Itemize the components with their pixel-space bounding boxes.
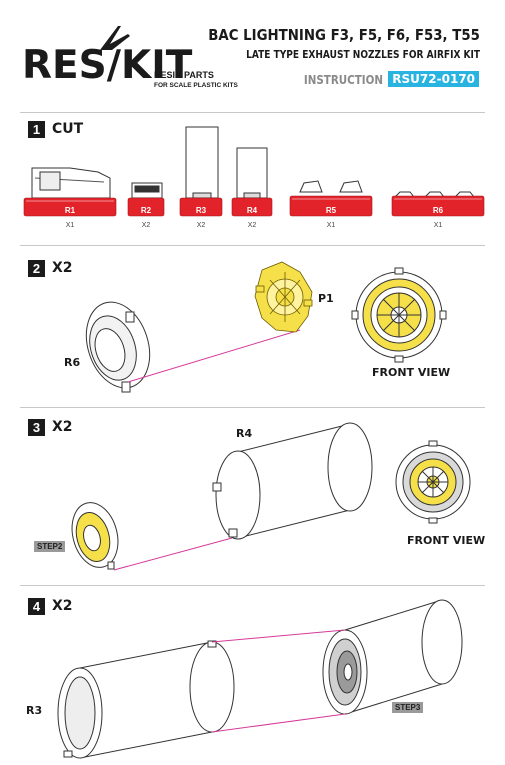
qty-r1: X1 — [65, 222, 75, 229]
divider — [20, 407, 485, 408]
qty-r5: X1 — [326, 222, 336, 229]
page-title: BAC LIGHTNING F3, F5, F6, F53, T55 — [208, 26, 480, 44]
brand-tagline-1: RESIN PARTS — [154, 70, 214, 80]
front-view-label-step3: FRONT VIEW — [407, 534, 486, 547]
part-label-r3-step4: R3 — [26, 704, 43, 717]
step-3-number: 3 — [28, 419, 45, 436]
step-1-number: 1 — [28, 121, 45, 138]
qty-r6: X1 — [433, 222, 443, 229]
step-2-number: 2 — [28, 260, 45, 277]
part-label-r1: R1 — [64, 206, 76, 215]
part-label-r4-step3: R4 — [236, 427, 253, 440]
step-4-number: 4 — [28, 598, 45, 615]
part-label-p1: P1 — [318, 292, 334, 305]
step3-reference-tag: STEP3 — [392, 702, 424, 713]
step2-reference-tag: STEP2 — [34, 541, 66, 552]
qty-r3: X2 — [196, 222, 206, 229]
divider — [20, 585, 485, 586]
step-1-label: CUT — [52, 121, 84, 137]
part-label-r6: R6 — [432, 206, 444, 215]
divider — [20, 245, 485, 246]
step-2-label: X2 — [52, 260, 73, 276]
part-label-r3: R3 — [195, 206, 207, 215]
part-label-r6-step2: R6 — [64, 356, 81, 369]
divider — [20, 112, 485, 113]
step-3-label: X2 — [52, 419, 73, 435]
front-view-label-step2: FRONT VIEW — [372, 366, 451, 379]
qty-r2: X2 — [141, 222, 151, 229]
qty-r4: X2 — [247, 222, 257, 229]
part-label-r4: R4 — [246, 206, 258, 215]
page-subtitle: LATE TYPE EXHAUST NOZZLES FOR AIRFIX KIT — [246, 49, 480, 61]
step-4-label: X2 — [52, 598, 73, 614]
instruction-label: INSTRUCTION — [303, 73, 383, 87]
brand-tagline-2: FOR SCALE PLASTIC KITS — [154, 82, 238, 89]
part-label-r2: R2 — [140, 206, 152, 215]
brand-logo: RES/KIT — [22, 43, 193, 88]
part-label-r5: R5 — [325, 206, 337, 215]
product-code-badge: RSU72-0170 — [388, 71, 479, 87]
